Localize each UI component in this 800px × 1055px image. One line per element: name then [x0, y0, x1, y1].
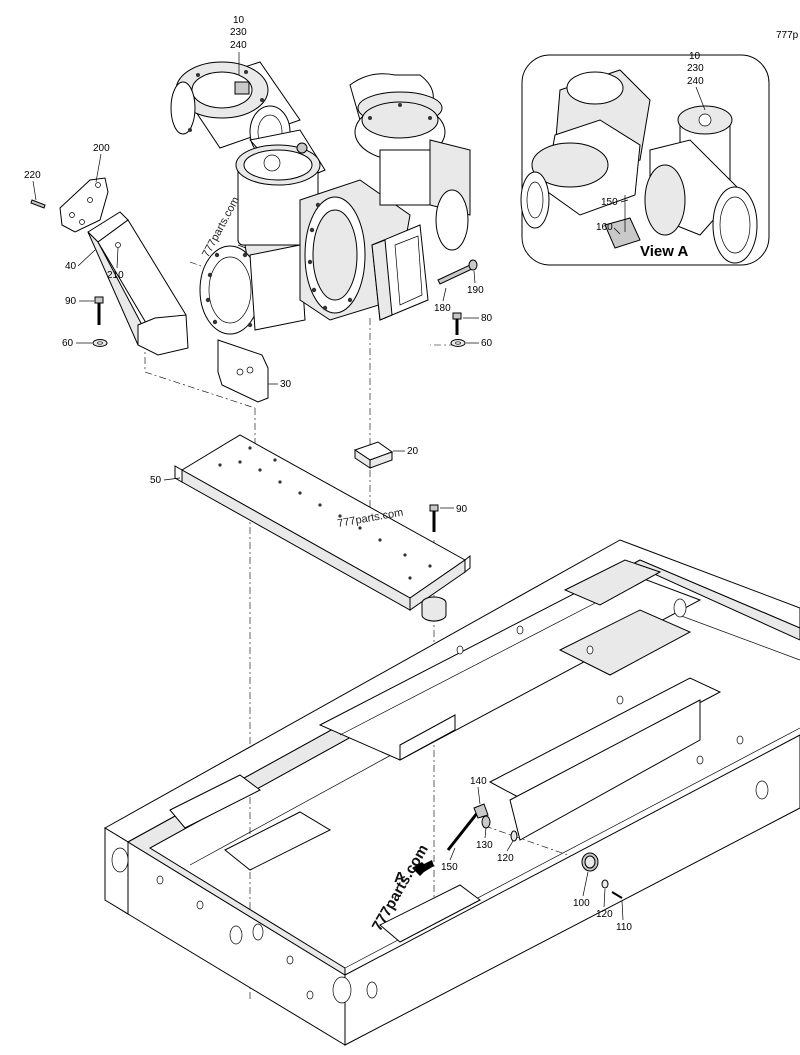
callout-40: 40 [65, 261, 77, 272]
callout-30: 30 [280, 379, 292, 390]
view-a-callout-160: 160 [596, 222, 613, 233]
page-code-fragment: 777p [776, 30, 799, 41]
callout-90-plate: 90 [456, 504, 468, 515]
callout-210: 210 [107, 270, 124, 281]
bolt-90-plate [429, 504, 439, 532]
view-a-marker-label: A [394, 869, 405, 886]
callout-10: 10 [233, 15, 245, 26]
duct-40 [87, 211, 189, 356]
callout-150: 150 [441, 862, 458, 873]
flange-bolts [188, 70, 432, 328]
bolt-90-left [92, 296, 108, 347]
view-a-callout-240: 240 [687, 76, 704, 87]
callout-60-left: 60 [62, 338, 74, 349]
view-a-callout-230: 230 [687, 63, 704, 74]
callout-220: 220 [24, 170, 41, 181]
callout-60-right: 60 [481, 338, 493, 349]
callout-140: 140 [470, 776, 487, 787]
isolator-pad [421, 596, 447, 622]
base-frame [104, 539, 800, 1046]
view-a-arrow-marker: A [394, 860, 434, 886]
callout-180: 180 [434, 303, 451, 314]
callout-130: 130 [476, 840, 493, 851]
callout-120-a: 120 [497, 853, 514, 864]
callout-20: 20 [407, 446, 419, 457]
mounting-plate-50 [174, 434, 471, 611]
callout-90-left: 90 [65, 296, 77, 307]
view-a-inset: 10 230 240 150 160 View A [520, 51, 770, 266]
callout-240: 240 [230, 40, 247, 51]
view-a-label: View A [640, 243, 689, 260]
callout-200: 200 [93, 143, 110, 154]
spacer-20 [353, 441, 394, 469]
view-a-callout-150: 150 [601, 197, 618, 208]
right-fasteners [437, 259, 478, 347]
callout-100: 100 [573, 898, 590, 909]
bracket-30 [217, 339, 269, 403]
callout-120-b: 120 [596, 909, 613, 920]
callout-110: 110 [616, 922, 632, 933]
pump-assembly [170, 61, 471, 335]
drain-assembly [446, 803, 623, 899]
callouts: 10 230 240 200 220 40 210 90 60 30 190 1… [24, 15, 632, 933]
view-a-callout-10: 10 [689, 51, 701, 62]
callout-50: 50 [150, 475, 162, 486]
bracket-200 [30, 177, 109, 233]
callout-190: 190 [467, 285, 484, 296]
callout-80: 80 [481, 313, 493, 324]
callout-230: 230 [230, 27, 247, 38]
